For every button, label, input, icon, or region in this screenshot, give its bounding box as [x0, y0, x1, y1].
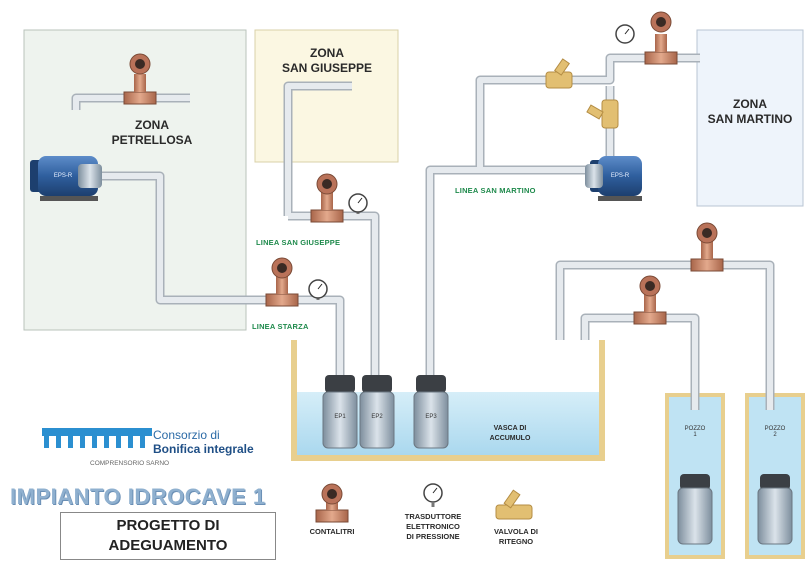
legend-valvola-label: VALVOLA DI RITEGNO [493, 527, 539, 546]
legend-valve-icon [495, 489, 533, 520]
flow-meter-san-martino [644, 11, 678, 65]
pressure-gauge-san-giuseppe [348, 193, 368, 214]
brand-name-line2: Bonifica integrale [153, 442, 254, 456]
line-starza-label: LINEA STARZA [252, 322, 309, 331]
legend-gauge-icon [423, 483, 443, 507]
legend-flow-meter-icon [315, 483, 349, 523]
line-san-martino-label: LINEA SAN MARTINO [455, 186, 536, 195]
zone-san-giuseppe-box [254, 29, 399, 163]
pump-ep3-label: EP3 [425, 414, 437, 420]
well-2-label: POZZO 2 [764, 426, 786, 438]
flow-meter-pozzo-1 [633, 275, 667, 325]
brand-name-line1: Consorzio di [153, 428, 220, 442]
flow-meter-san-giuseppe [310, 173, 344, 223]
pump-ep2 [359, 375, 395, 449]
surface-pump-left [30, 156, 102, 201]
pressure-gauge-san-martino [615, 24, 635, 44]
legend-trasduttore-label: TRASDUTTORE ELETTRONICO DI PRESSIONE [404, 512, 462, 541]
brand-logo-icon [42, 428, 152, 448]
line-san-giuseppe-label: LINEA SAN GIUSEPPE [256, 238, 341, 247]
surface-pump-left-label: EPS-R [53, 173, 73, 179]
well-pump-1 [677, 474, 713, 545]
check-valve-top [545, 58, 573, 89]
surface-pump-right-label: EPS-R [610, 173, 630, 179]
pressure-gauge-starza [308, 279, 328, 300]
flow-meter-starza [265, 257, 299, 307]
tank-label: VASCA DI ACCUMULO [489, 425, 531, 442]
pump-ep3 [413, 375, 449, 449]
legend-contalitri-label: CONTALITRI [309, 527, 355, 536]
page-title: IMPIANTO IDROCAVE 1 [10, 484, 266, 509]
pump-ep1 [322, 375, 358, 449]
surface-pump-right [585, 156, 642, 201]
flow-meter-pozzo-2 [690, 222, 724, 272]
zone-petrellosa-label: ZONA PETRELLOSA [111, 118, 193, 147]
page-subtitle: PROGETTO DI ADEGUAMENTO [60, 512, 276, 560]
pump-ep2-label: EP2 [371, 414, 383, 420]
check-valve-vertical [586, 99, 619, 129]
tank-walls [291, 340, 605, 461]
pump-ep1-label: EP1 [334, 414, 346, 420]
brand-subtitle: COMPRENSORIO SARNO [90, 460, 170, 467]
well-1-label: POZZO 1 [684, 426, 706, 438]
zone-san-giuseppe-label: ZONA SAN GIUSEPPE [281, 46, 373, 75]
well-pump-2 [757, 474, 793, 545]
zone-san-martino-label: ZONA SAN MARTINO [707, 97, 793, 126]
zone-san-martino-box [696, 29, 804, 207]
flow-meter-petrellosa [123, 53, 157, 105]
